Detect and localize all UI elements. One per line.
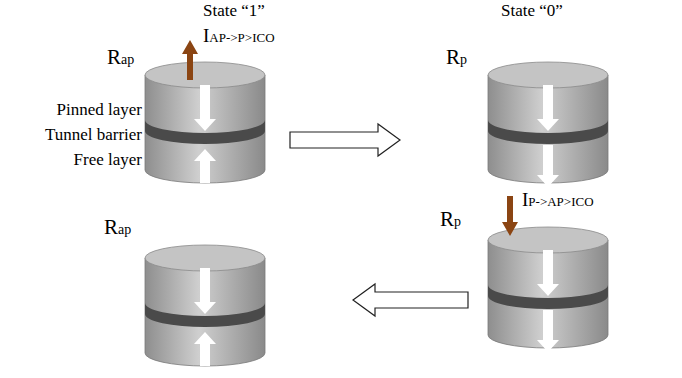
mtj-cylinder xyxy=(488,227,608,352)
resistance-label: Rp xyxy=(440,208,461,231)
mtj-cylinder xyxy=(488,62,608,187)
resistance-label: Rap xyxy=(104,216,131,239)
state-heading: State “1” xyxy=(203,2,265,21)
layer-label: Pinned layer xyxy=(2,101,142,120)
transition-arrow xyxy=(353,284,468,316)
layer-label: Free layer xyxy=(2,151,142,170)
state-heading: State “0” xyxy=(501,2,563,21)
transition-arrow xyxy=(290,124,400,156)
current-arrow xyxy=(182,40,518,236)
resistance-label: Rap xyxy=(107,46,134,69)
mtj-cylinder xyxy=(145,245,265,366)
mtj-device: Rap xyxy=(145,245,265,371)
current-label: IP->AP>ICO xyxy=(522,190,594,211)
mtj-device: Rap xyxy=(145,62,265,188)
resistance-label: Rp xyxy=(446,46,467,69)
layer-label: Tunnel barrier xyxy=(2,126,142,145)
mtj-device: Rp xyxy=(488,227,608,353)
current-label: IAP->P>ICO xyxy=(203,26,275,47)
mtj-cylinder xyxy=(145,62,265,183)
mtj-device: Rp xyxy=(488,62,608,188)
